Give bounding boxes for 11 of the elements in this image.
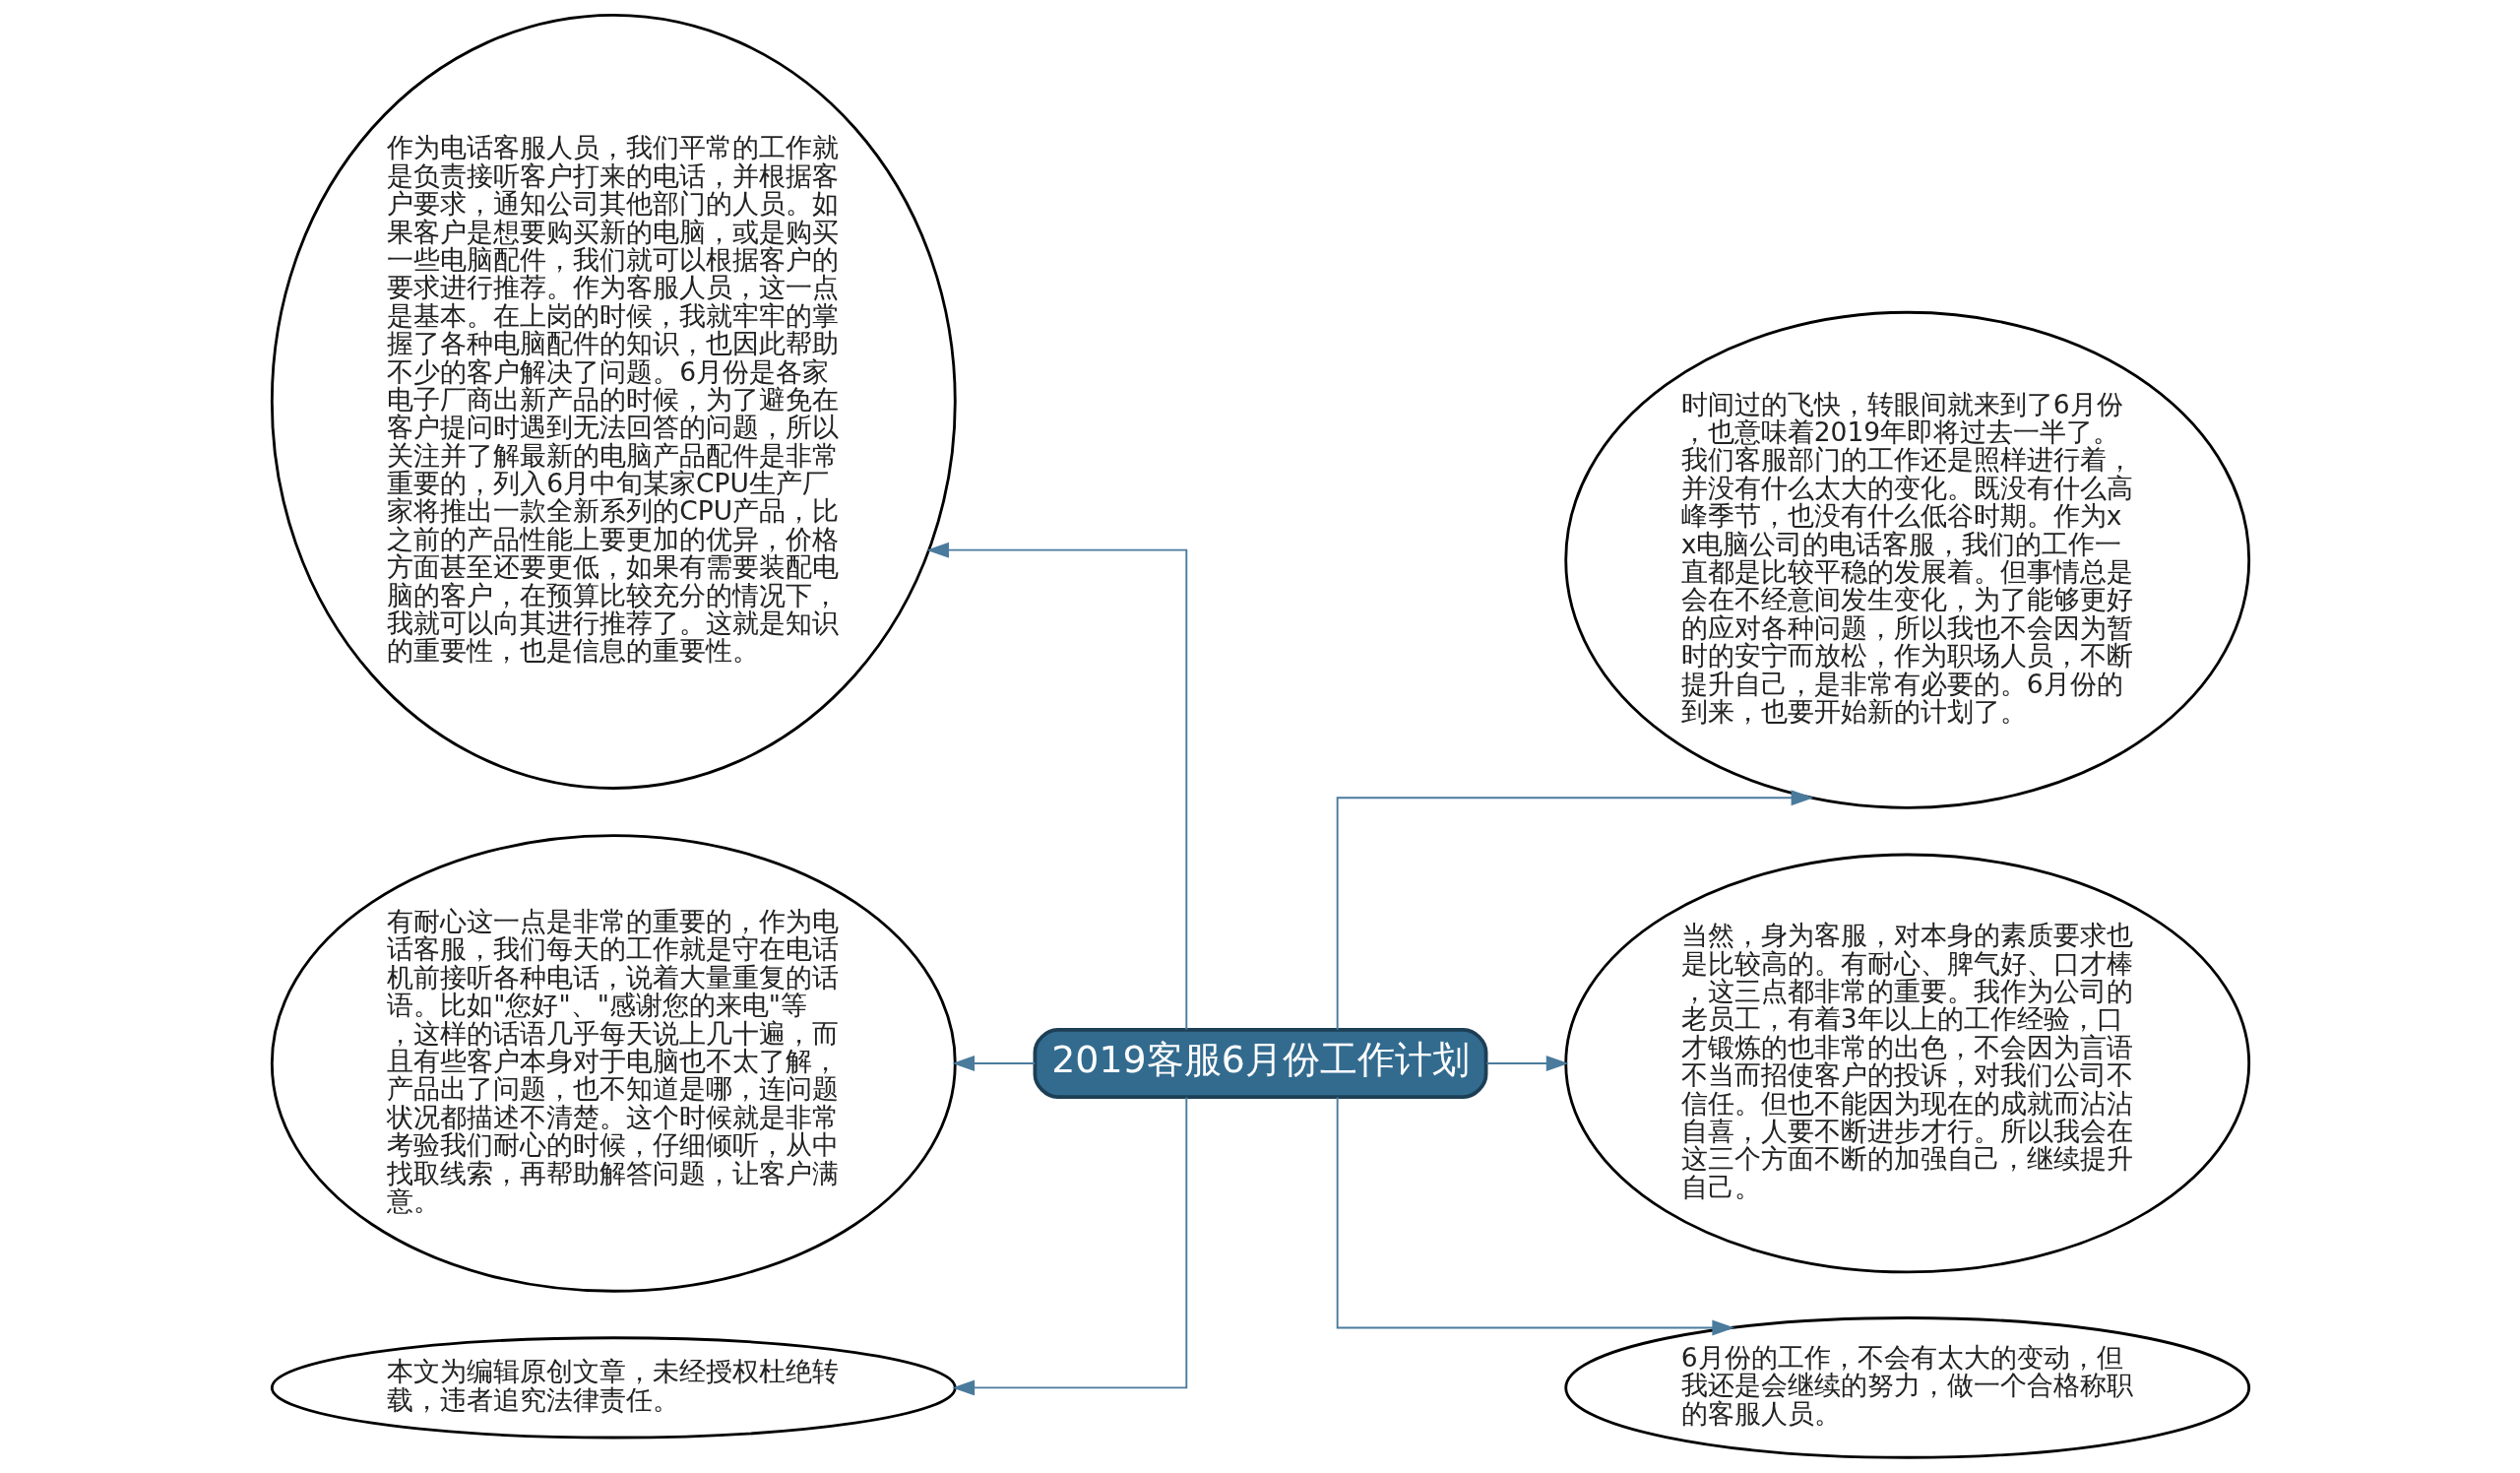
arrow — [1336, 790, 1813, 1031]
arrow — [925, 542, 1187, 1031]
arrow — [1336, 1096, 1734, 1336]
arrow — [951, 1056, 1036, 1071]
node-box: 2019客服6月份工作计划 — [1033, 1028, 1487, 1099]
node-ellipse: 当然，身为客服，对本身的素质要求也是比较高的。有耐心、脾气好、口才棒，这三点都非常的重要。我作为公司的老员工，有着3年以上的工作经验，口才锻炼的也非常的出色，不会因为言语不当而招使客户的投诉，对我们公司不信任。但也不能因为现在的成就而沾沾自喜，人要不断进步才行。所以我会在这三个方面不断的加强自己，继续提升自己。 — [1563, 853, 2250, 1274]
node-ellipse: 本文为编辑原创文章，未经授权杜绝转载，违者追究法律责任。 — [270, 1336, 957, 1440]
node-ellipse: 作为电话客服人员，我们平常的工作就是负责接听客户打来的电话，并根据客户要求，通知公司其他部门的人员。如果客户是想要购买新的电脑，或是购买一些电脑配件，我们就可以根据客户的要求进行推荐。作为客服人员，这一点是基本。在上岗的时候，我就牢牢的掌握了各种电脑配件的知识，也因此帮助不少的客户解决了问题。6月份是各家电子厂商出新产品的时候，为了避免在客户提问时遇到无法回答的问题，所以关注并了解最新的电脑产品配件是非常重要的，列入6月中旬某家CPU生产厂家将推出一款全新系列的CPU产品，比之前的产品性能上要更加的优异，价格方面甚至还要更低，如果有需要装配电脑的客户，在预算比较充分的情况下，我就可以向其进行推荐了。这就是知识的重要性，也是信息的重要性。 — [270, 13, 957, 790]
node-ellipse: 有耐心这一点是非常的重要的，作为电话客服，我们每天的工作就是守在电话机前接听各种电话，说着大量重复的话语。比如"您好"、"感谢您的来电"等，这样的话语几乎每天说上几十遍，而且有些客户本身对于电脑也不太了解，产品出了问题，也不知道是哪，连问题状况都描述不清楚。这个时候就是非常考验我们耐心的时候，仔细倾听，从中找取线索，再帮助解答问题，让客户满意。 — [270, 834, 957, 1293]
arrow — [951, 1096, 1187, 1396]
arrow — [1484, 1056, 1568, 1071]
